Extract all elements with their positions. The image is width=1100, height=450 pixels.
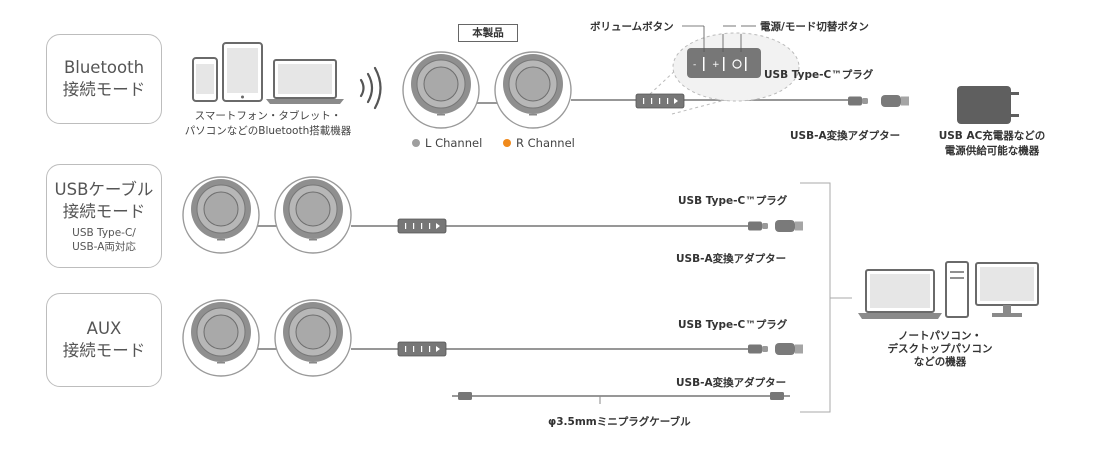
bluetooth-signal-icon xyxy=(359,66,382,110)
bluetooth-left-speaker xyxy=(402,51,480,129)
usb-mode-title: USBケーブル 接続モード xyxy=(54,179,154,221)
bluetooth-remote xyxy=(635,93,685,109)
aux-row-usbc-label: USB Type-C™プラグ xyxy=(678,319,788,331)
usb-row-usbc-label: USB Type-C™プラグ xyxy=(678,195,788,207)
aux-usba-adapter xyxy=(775,343,803,355)
usb-row-usba-label: USB-A変換アダプター xyxy=(676,253,787,265)
aux-left-speaker xyxy=(182,299,260,377)
usb-mode-box: USBケーブル 接続モード USB Type-C/ USB-A両対応 xyxy=(46,164,162,268)
desktop-pc-icon xyxy=(945,261,1039,318)
bluetooth-right-speaker xyxy=(494,51,572,129)
usb-usba-adapter xyxy=(775,220,803,232)
usb-mode-subtitle: USB Type-C/ USB-A両対応 xyxy=(72,226,136,253)
bluetooth-mode-box: Bluetooth 接続モード xyxy=(46,34,162,124)
left-channel-dot xyxy=(412,139,420,147)
aux-mode-title: AUX 接続モード xyxy=(62,319,146,360)
usb-remote xyxy=(397,218,447,234)
left-channel-label: L Channel xyxy=(425,136,483,150)
computers-label: ノートパソコン・ デスクトップパソコン などの機器 xyxy=(887,330,993,368)
aux-usbc-plug xyxy=(748,344,768,354)
aux-mode-box: AUX 接続モード xyxy=(46,293,162,387)
usb-usbc-plug xyxy=(748,221,768,231)
bluetooth-devices-label: スマートフォン・タブレット・ パソコンなどのBluetooth搭載機器 xyxy=(184,110,352,137)
volume-button-label: ボリュームボタン xyxy=(590,21,674,33)
right-channel-dot xyxy=(503,139,511,147)
left-channel-legend: L Channel xyxy=(412,136,482,150)
bluetooth-usbc-label: USB Type-C™プラグ xyxy=(764,69,874,81)
bluetooth-usba-label: USB-A変換アダプター xyxy=(790,130,901,142)
laptop-icon xyxy=(266,59,344,104)
product-tag: 本製品 xyxy=(458,24,518,42)
smartphone-icon xyxy=(192,57,218,102)
svg-text:+: + xyxy=(712,60,720,70)
aux-row-usba-label: USB-A変換アダプター xyxy=(676,377,787,389)
usb-ac-charger-icon xyxy=(957,86,1019,124)
laptop-icon xyxy=(858,269,942,319)
bluetooth-usba-adapter xyxy=(881,95,909,107)
mini-plug-cable-label: φ3.5mmミニプラグケーブル xyxy=(548,416,691,428)
usb-ac-charger-label: USB AC充電器などの 電源供給可能な機器 xyxy=(938,130,1046,157)
usb-right-speaker xyxy=(274,176,352,254)
right-channel-label: R Channel xyxy=(516,136,575,150)
aux-remote xyxy=(397,341,447,357)
usb-left-speaker xyxy=(182,176,260,254)
right-channel-legend: R Channel xyxy=(503,136,575,150)
svg-text:-: - xyxy=(693,60,696,70)
power-mode-button-label: 電源/モード切替ボタン xyxy=(760,21,869,33)
tablet-icon xyxy=(222,42,263,102)
bluetooth-usbc-plug xyxy=(848,96,868,106)
aux-right-speaker xyxy=(274,299,352,377)
mini-plug-cable xyxy=(452,392,790,404)
bluetooth-mode-title: Bluetooth 接続モード xyxy=(62,58,146,99)
